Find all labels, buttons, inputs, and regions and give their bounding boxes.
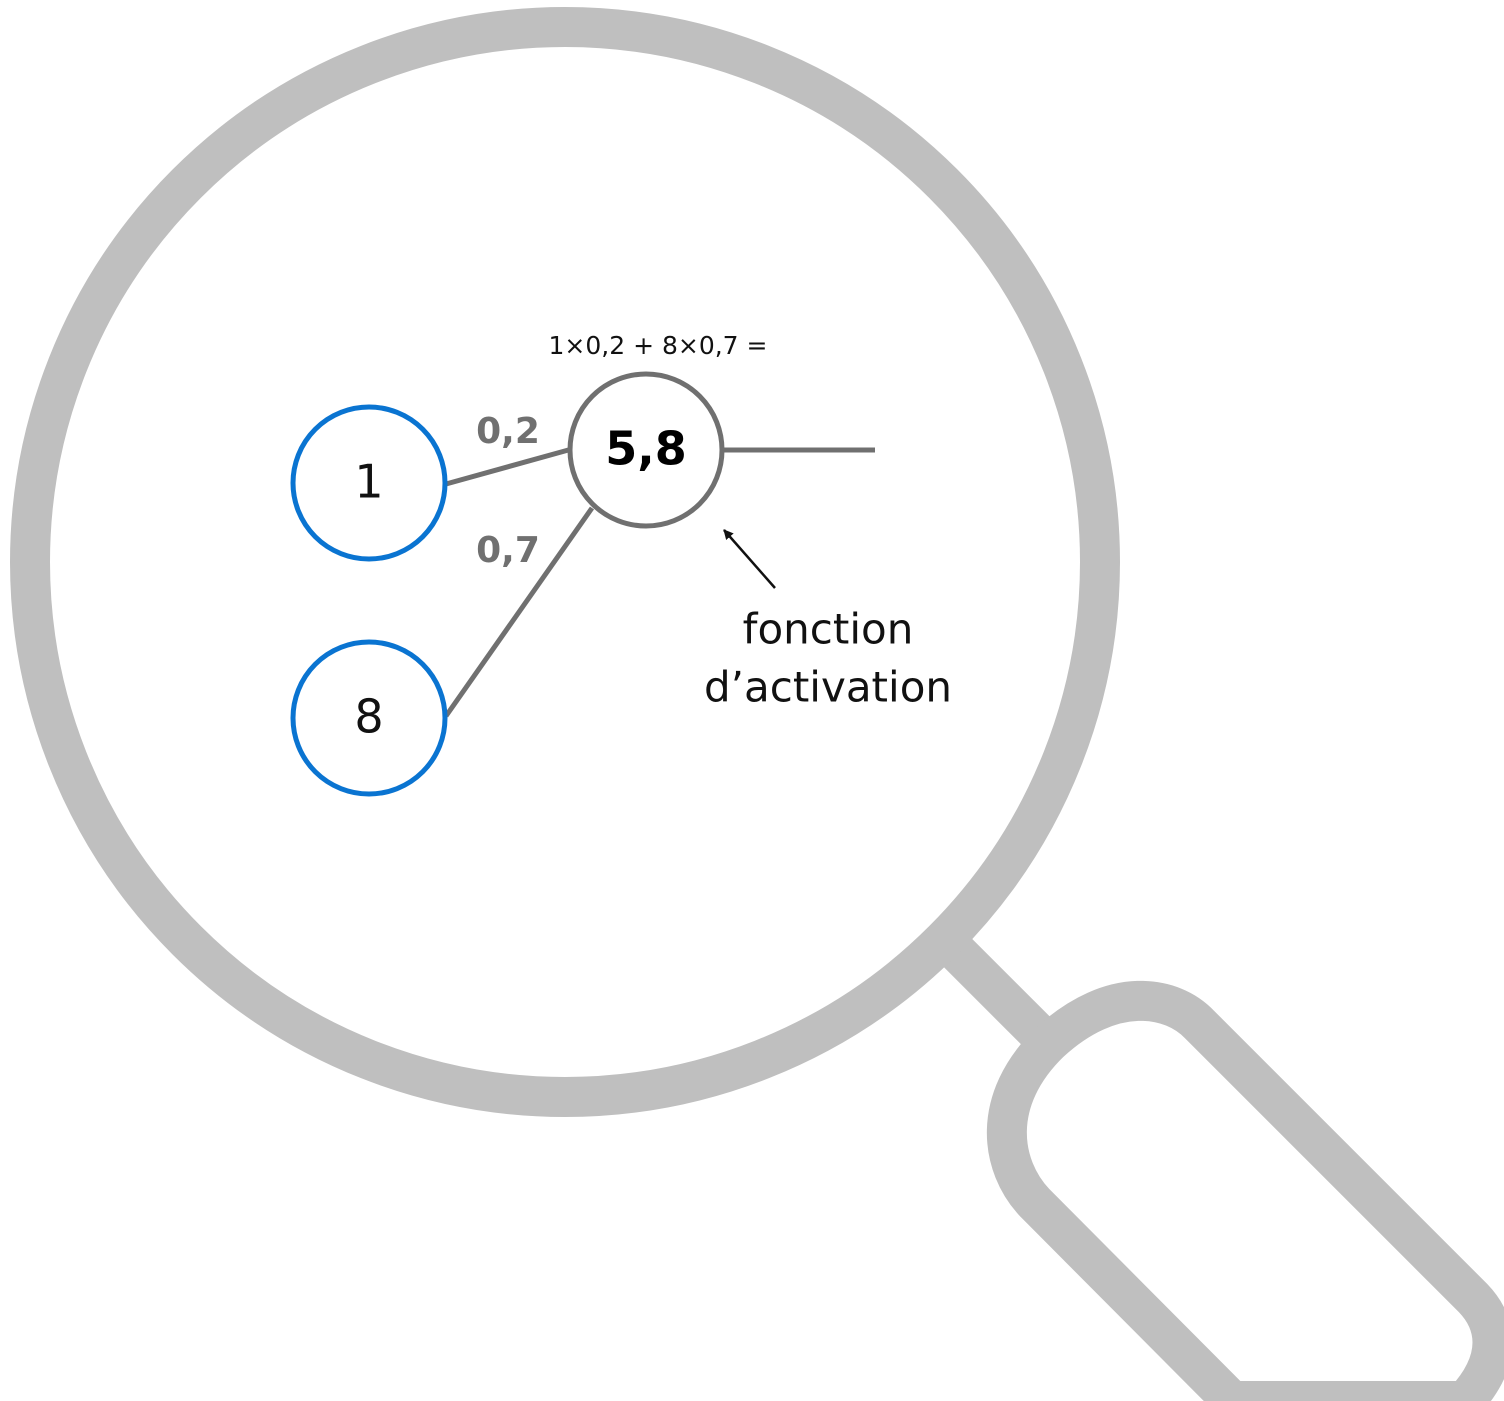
activation-label-line-2: d’activation <box>704 663 952 712</box>
activation-arrow <box>723 529 776 589</box>
magnifier-handle <box>986 980 1504 1401</box>
neuron-node-circle <box>567 371 725 529</box>
input-node-2: 8 <box>290 639 448 797</box>
edge-input-2 <box>443 506 595 718</box>
weighted-sum-formula: 1×0,2 + 8×0,7 = <box>549 331 768 360</box>
neuron-output-value: 5,8 <box>605 422 687 476</box>
input-node-1-value: 1 <box>354 455 383 509</box>
weight-2-label: 0,7 <box>476 530 540 571</box>
input-node-1-circle <box>290 404 448 562</box>
magnifier-neck <box>940 935 1055 1050</box>
edge-input-1 <box>445 446 573 487</box>
weight-1-label: 0,2 <box>476 411 540 452</box>
magnifying-glass-icon <box>10 7 1504 1401</box>
input-node-2-value: 8 <box>354 690 383 744</box>
activation-label-line-1: fonction <box>743 605 914 654</box>
input-node-1: 1 <box>290 404 448 562</box>
magnifier-lens <box>10 7 1120 1117</box>
network-edges <box>443 446 875 718</box>
neuron-node: 5,8 <box>567 371 725 529</box>
input-node-2-circle <box>290 639 448 797</box>
